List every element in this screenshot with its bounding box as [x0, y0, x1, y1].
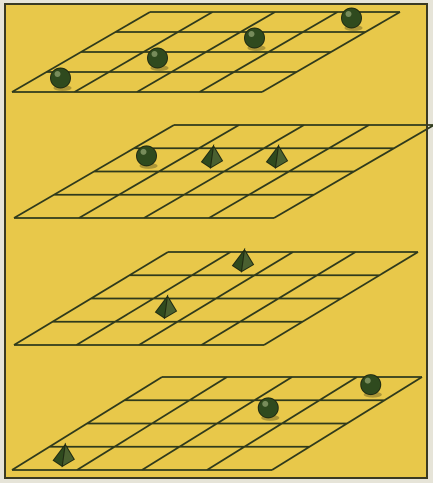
ball-body — [361, 375, 381, 395]
ball-piece[interactable] — [51, 68, 72, 91]
ball-piece[interactable] — [361, 375, 382, 398]
ball-highlight — [141, 149, 147, 155]
ball-highlight — [249, 31, 255, 37]
ball-piece[interactable] — [342, 8, 363, 31]
ball-highlight — [346, 11, 352, 17]
ball-body — [245, 28, 265, 48]
ball-piece[interactable] — [245, 28, 266, 51]
ball-highlight — [365, 378, 371, 384]
ball-body — [342, 8, 362, 28]
ball-body — [258, 398, 278, 418]
ball-highlight — [55, 71, 61, 77]
ball-highlight — [152, 51, 158, 57]
ball-piece[interactable] — [258, 398, 279, 421]
ball-body — [51, 68, 71, 88]
ball-body — [148, 48, 168, 68]
ball-piece[interactable] — [148, 48, 169, 71]
ball-highlight — [262, 401, 268, 407]
ball-body — [137, 146, 157, 166]
ball-piece[interactable] — [137, 146, 158, 169]
